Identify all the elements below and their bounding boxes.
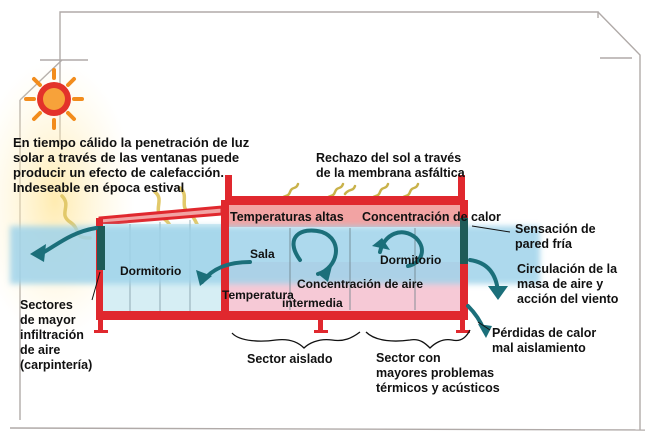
cold-wall-label: Sensación de pared fría bbox=[515, 222, 596, 251]
heat-loss-label: Pérdidas de calor mal aislamiento bbox=[492, 326, 597, 355]
infiltration-sectors-label: Sectores de mayor infiltración de aire (… bbox=[20, 298, 93, 372]
insulated-sector-label: Sector aislado bbox=[247, 352, 333, 366]
sun-icon bbox=[24, 68, 84, 130]
building-section bbox=[10, 175, 540, 333]
sun-heating-note: En tiempo cálido la penetración de luz s… bbox=[13, 135, 250, 195]
arrowheads bbox=[30, 238, 508, 338]
intermediate-temperature-label-line1: Temperatura bbox=[222, 288, 294, 302]
roof-rejection-note: Rechazo del sol a través de la membrana … bbox=[316, 151, 465, 180]
room-dormitorio-right: Dormitorio bbox=[380, 253, 442, 267]
air-circulation-label: Circulación de la masa de aire y acción … bbox=[517, 262, 619, 306]
callout-lines bbox=[91, 225, 511, 331]
high-temperature-label: Temperaturas altas bbox=[230, 210, 344, 224]
intermediate-temperature-label-line2: intermedia bbox=[282, 296, 343, 310]
air-concentration-label: Concentración de aire bbox=[297, 277, 424, 291]
problem-sector-label: Sector con mayores problemas térmicos y … bbox=[376, 351, 500, 395]
sector-braces bbox=[231, 329, 471, 349]
room-sala: Sala bbox=[250, 247, 275, 261]
heat-concentration-label: Concentración de calor bbox=[362, 210, 501, 224]
room-dormitorio-left: Dormitorio bbox=[120, 264, 182, 278]
